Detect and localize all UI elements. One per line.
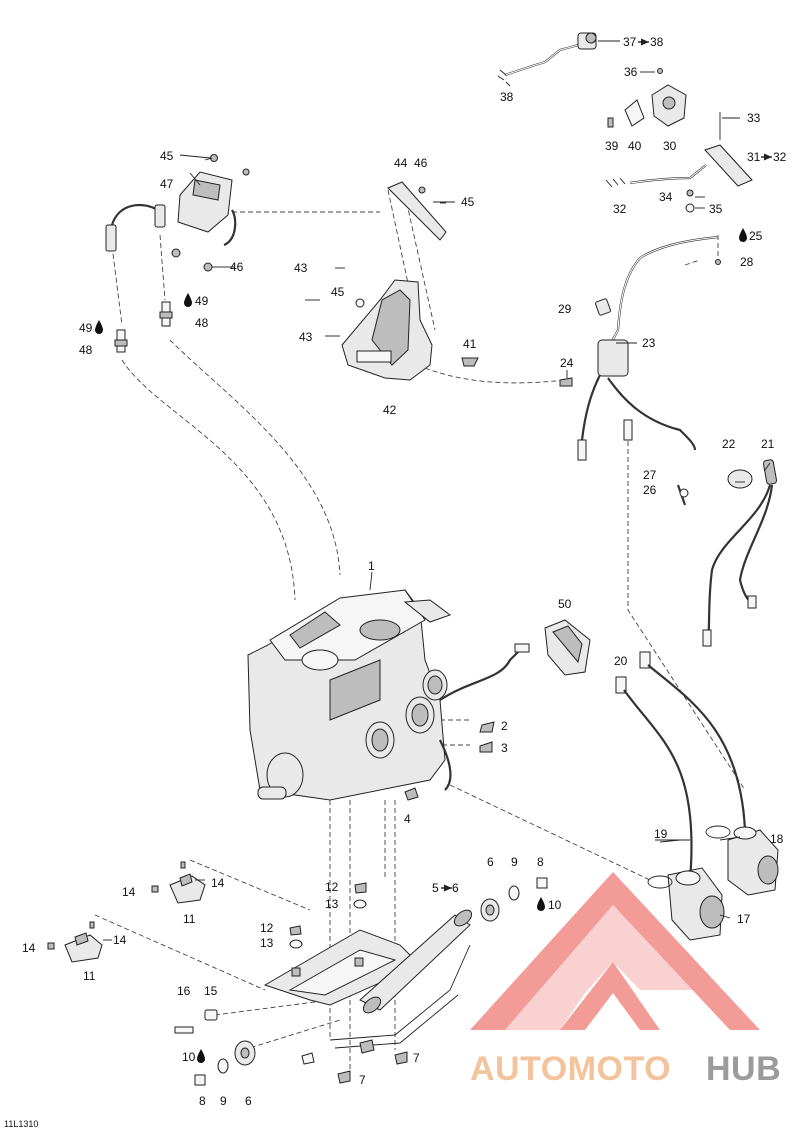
- callout-26: 26: [643, 483, 657, 497]
- callout-38: 38: [500, 90, 514, 104]
- callout-42: 42: [383, 403, 397, 417]
- callout-37-target: 38: [650, 35, 664, 49]
- callout-45: 45: [331, 285, 345, 299]
- callout-49: 49: [195, 294, 209, 308]
- callout-33: 33: [747, 111, 761, 125]
- callout-13: 13: [260, 936, 274, 950]
- callout-36: 36: [624, 65, 638, 79]
- callout-28: 28: [740, 255, 754, 269]
- callout-21: 21: [761, 437, 775, 451]
- callout-30: 30: [663, 139, 677, 153]
- liquid-drop-icon: [739, 228, 747, 242]
- callout-17: 17: [737, 912, 751, 926]
- callout-41: 41: [463, 337, 477, 351]
- callout-20: 20: [614, 654, 628, 668]
- callout-16: 16: [177, 984, 191, 998]
- callout-35: 35: [709, 202, 723, 216]
- engine-block: [247, 589, 591, 801]
- callout-48: 48: [79, 343, 93, 357]
- callout-7: 7: [413, 1051, 420, 1065]
- callout-5-target: 6: [452, 881, 459, 895]
- watermark-text-part2: HUB: [706, 1050, 781, 1088]
- callout-43: 43: [294, 261, 308, 275]
- callout-11: 11: [83, 969, 96, 983]
- callout-3: 3: [501, 741, 508, 755]
- callout-37: 37: [623, 35, 637, 49]
- callout-31-target: 32: [773, 150, 787, 164]
- callout-40: 40: [628, 139, 642, 153]
- callout-46: 46: [414, 156, 428, 170]
- callout-32: 32: [613, 202, 627, 216]
- callout-43: 43: [299, 330, 313, 344]
- ignition-coil-group: [105, 154, 250, 353]
- callout-31: 31: [747, 150, 761, 164]
- callout-34: 34: [659, 190, 673, 204]
- callout-9: 9: [220, 1094, 227, 1108]
- callout-9: 9: [511, 855, 518, 869]
- callout-14: 14: [211, 876, 225, 890]
- throttle-handle-group: [497, 32, 753, 213]
- callout-25: 25: [749, 229, 763, 243]
- callout-48: 48: [195, 316, 209, 330]
- callout-27: 27: [643, 468, 657, 482]
- callout-45: 45: [160, 149, 174, 163]
- callout-14: 14: [113, 933, 127, 947]
- callout-47: 47: [160, 177, 174, 191]
- watermark-triangle: [470, 872, 760, 1030]
- carburetor-group: [615, 459, 779, 941]
- liquid-drop-icon: [184, 293, 192, 307]
- callout-23: 23: [642, 336, 656, 350]
- callout-49: 49: [79, 321, 93, 335]
- liquid-drop-icon: [95, 320, 103, 334]
- callout-50: 50: [558, 597, 572, 611]
- callout-6: 6: [487, 855, 494, 869]
- callout-6: 6: [245, 1094, 252, 1108]
- callout-5: 5: [432, 881, 439, 895]
- callout-14: 14: [22, 941, 36, 955]
- callout-22: 22: [722, 437, 736, 451]
- callout-10: 10: [182, 1050, 196, 1064]
- callout-14: 14: [122, 885, 136, 899]
- callout-8: 8: [199, 1094, 206, 1108]
- bracket-group: [305, 181, 479, 381]
- watermark-text-part1: AUTOMOTO: [470, 1050, 671, 1088]
- leader-lines: [179, 154, 771, 919]
- callout-45: 45: [461, 195, 475, 209]
- callout-2: 2: [501, 719, 508, 733]
- liquid-drop-icon: [537, 897, 545, 911]
- engine-mount-group: [47, 861, 548, 1086]
- callout-46: 46: [230, 260, 244, 274]
- callout-labels: 1 2 3 4 5 6 6 6 7 7 8 8 9 9 10 10 11 11 …: [22, 35, 787, 1108]
- callout-13: 13: [325, 897, 339, 911]
- callout-12: 12: [325, 880, 339, 894]
- callout-44: 44: [394, 156, 408, 170]
- callout-12: 12: [260, 921, 274, 935]
- callout-11: 11: [183, 912, 196, 926]
- callout-29: 29: [558, 302, 572, 316]
- callout-4: 4: [404, 812, 411, 826]
- callout-7: 7: [359, 1073, 366, 1087]
- watermark-logo: AUTOMOTO HUB: [470, 872, 781, 1088]
- wiring-harness-group: [559, 235, 721, 506]
- callout-24: 24: [560, 356, 574, 370]
- callout-19: 19: [654, 827, 668, 841]
- figure-id: 11L1310: [4, 1119, 38, 1129]
- callout-10: 10: [548, 898, 562, 912]
- callout-39: 39: [605, 139, 619, 153]
- callout-8: 8: [537, 855, 544, 869]
- callout-18: 18: [770, 832, 784, 846]
- liquid-drop-icon: [197, 1049, 205, 1063]
- callout-15: 15: [204, 984, 218, 998]
- callout-1: 1: [368, 559, 375, 573]
- assembly-lines: [94, 189, 746, 1075]
